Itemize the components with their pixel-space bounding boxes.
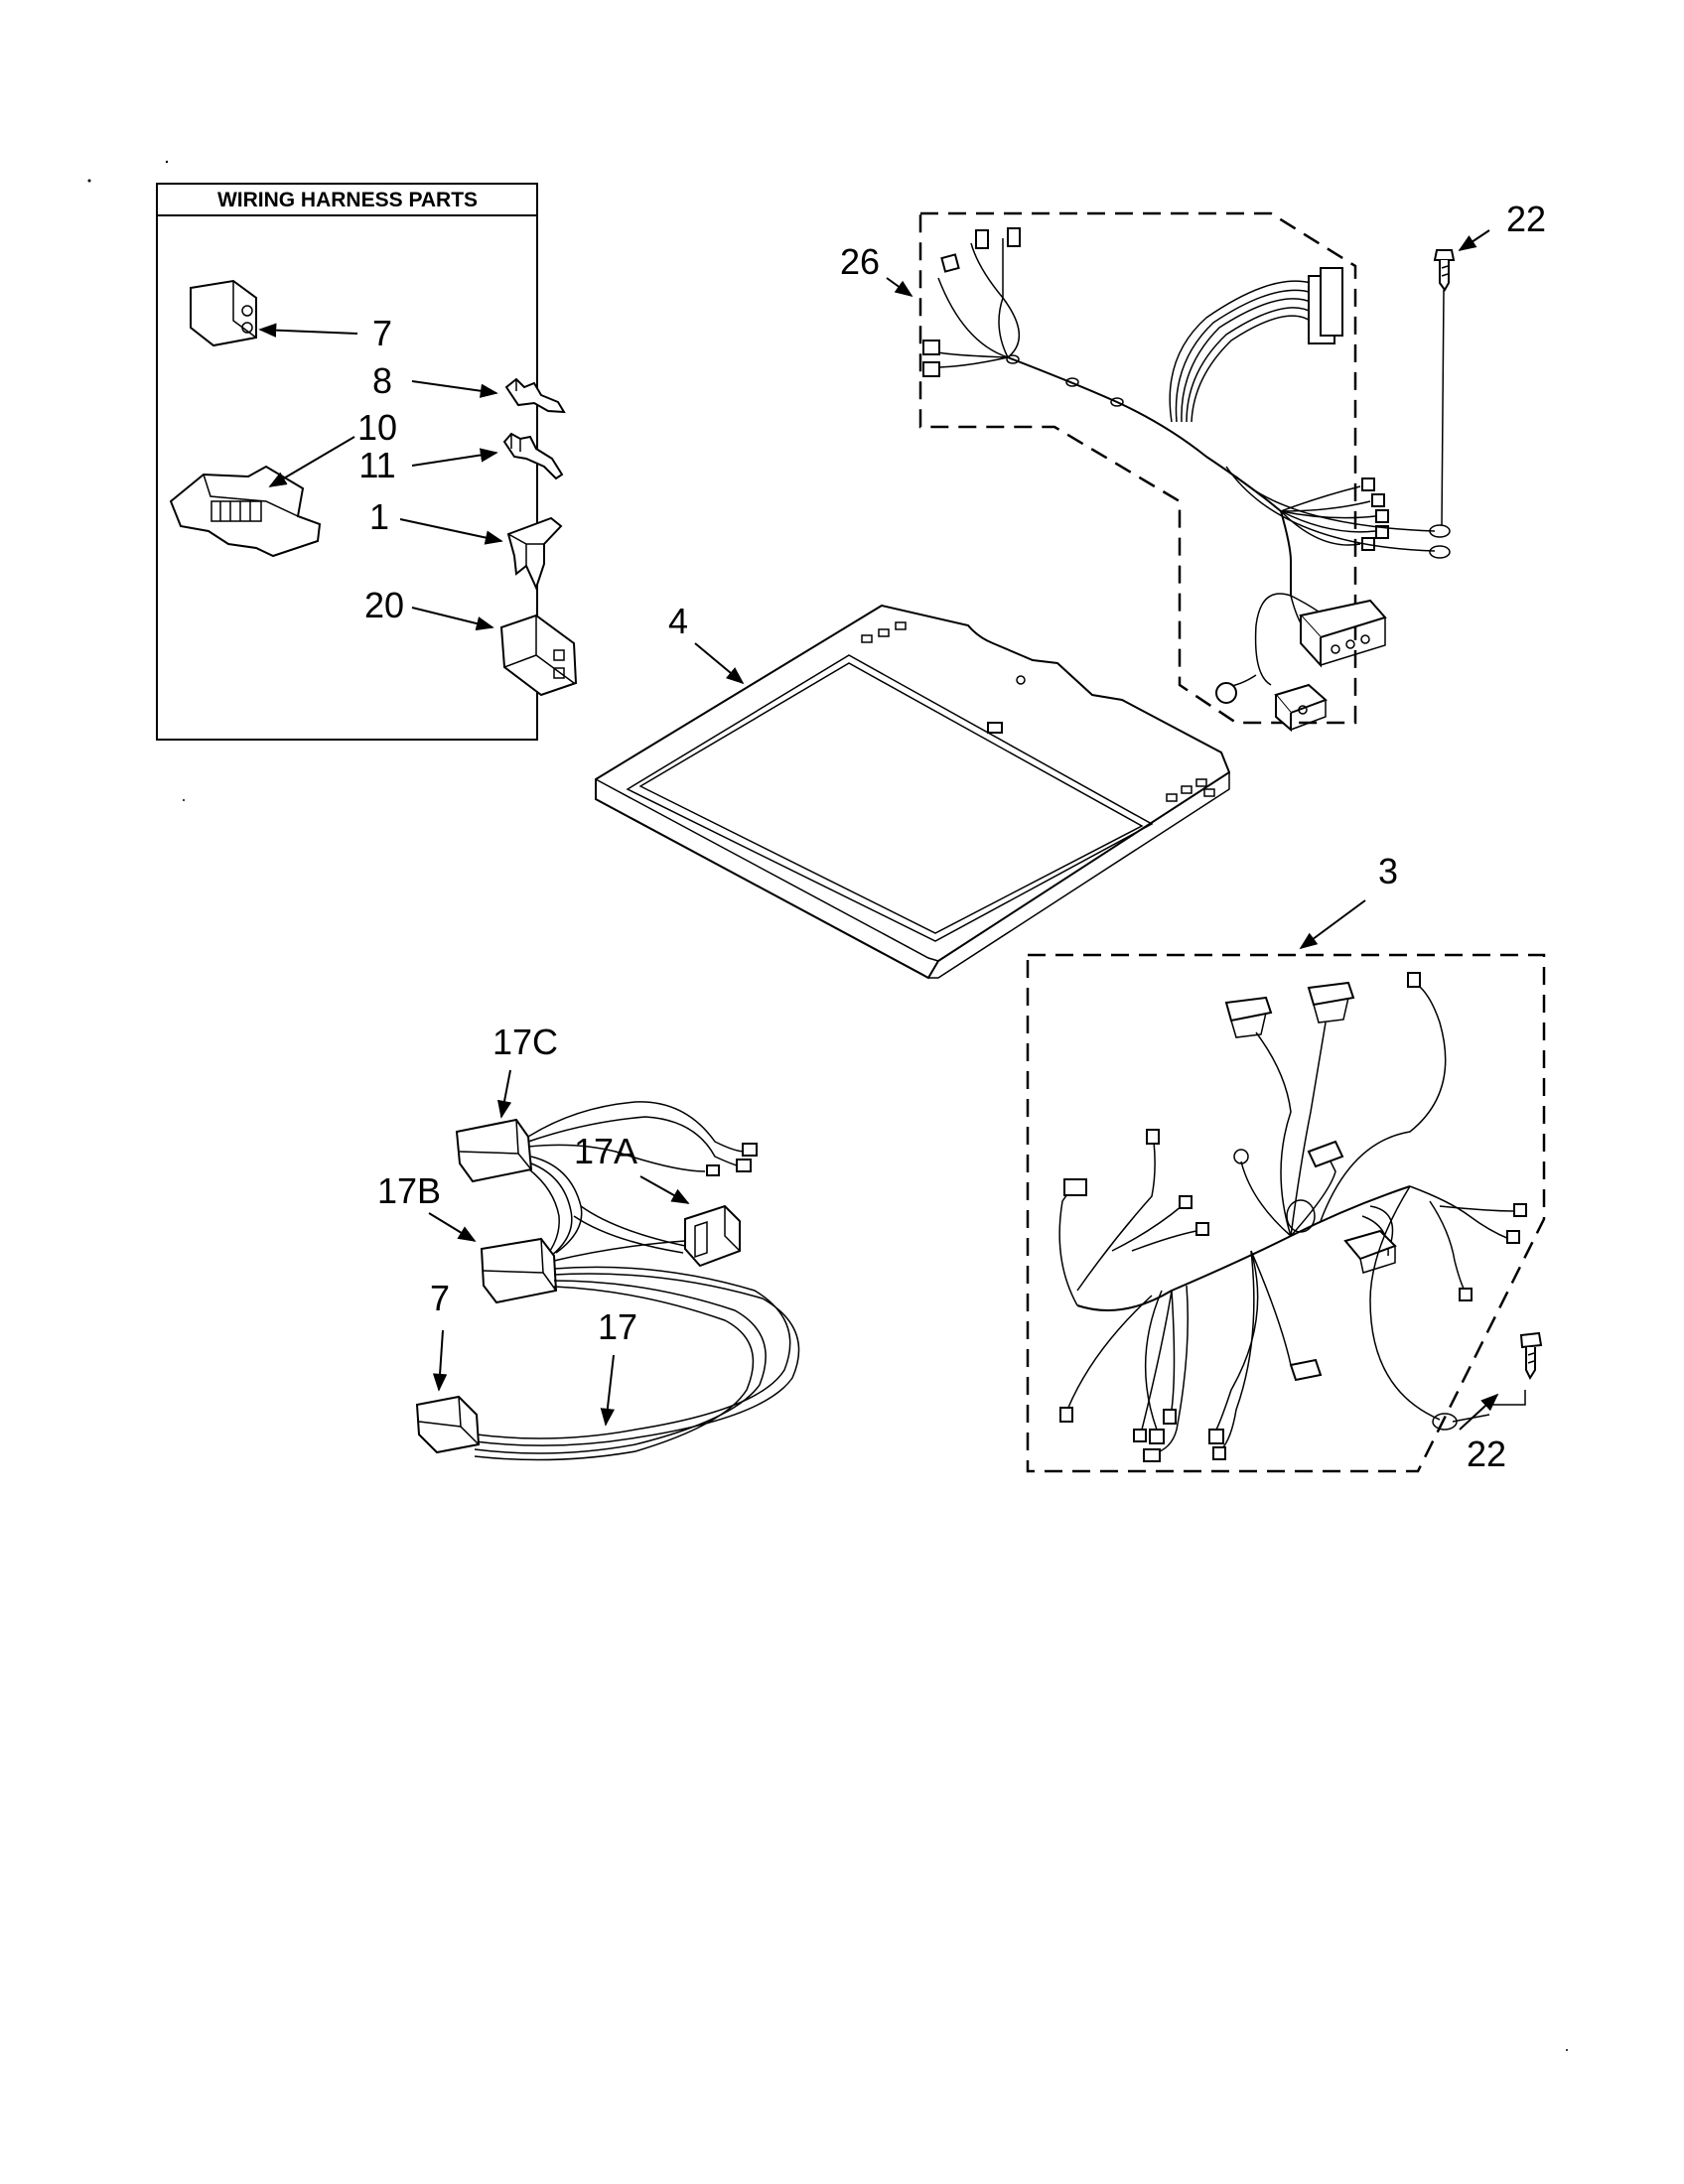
arrow-3 — [1299, 899, 1366, 950]
harness-3-boundary — [1026, 953, 1546, 1473]
callout-11: 11 — [358, 445, 395, 485]
part-8-terminal-icon — [504, 377, 566, 414]
harness-26-trunk — [1007, 356, 1292, 562]
scan-speck — [183, 799, 185, 801]
inset-frame — [156, 183, 538, 741]
callout-4: 4 — [668, 601, 688, 641]
callout-1: 1 — [369, 496, 389, 537]
callout-7-inset: 7 — [372, 313, 392, 353]
callout-22-bottom: 22 — [1467, 1433, 1506, 1474]
part-7-connector-icon — [190, 279, 257, 347]
harness-3-trunk — [1076, 1185, 1411, 1311]
callout-17: 17 — [598, 1306, 637, 1347]
wire-harness-26-group: 26 — [840, 211, 1451, 733]
arrow-1 — [399, 518, 503, 545]
callout-17A: 17A — [574, 1131, 637, 1171]
top-panel-4-icon — [595, 604, 1231, 980]
wire-harness-3-group: 3 — [1026, 851, 1546, 1473]
callout-8: 8 — [372, 360, 392, 401]
part-1-clip-icon — [506, 516, 563, 591]
arrow-4 — [694, 642, 745, 685]
part-10-connector-block-icon — [169, 465, 322, 558]
arrow-7-harness — [432, 1329, 448, 1392]
part-20-connector-icon — [499, 614, 578, 697]
callout-22-top: 22 — [1506, 199, 1546, 239]
callout-3: 3 — [1378, 851, 1398, 891]
connector-17A-icon — [684, 1204, 741, 1268]
arrow-7 — [258, 323, 358, 338]
screw-22-top-icon — [1433, 249, 1456, 527]
connector-17C-icon — [455, 1118, 533, 1183]
arrow-17 — [600, 1354, 615, 1427]
arrow-10 — [268, 436, 355, 487]
arrow-20 — [411, 607, 494, 631]
arrow-22-bottom — [1459, 1393, 1499, 1431]
callout-26: 26 — [840, 241, 880, 282]
part-11-terminal-icon — [502, 432, 564, 480]
wiring-harness-parts-inset: WIRING HARNESS PARTS 7 8 10 — [156, 183, 578, 741]
inset-title: WIRING HARNESS PARTS — [217, 189, 478, 211]
arrow-22-top — [1458, 229, 1490, 251]
callout-17C: 17C — [492, 1022, 558, 1062]
arrow-17B — [428, 1212, 477, 1242]
harness-26-boundary — [918, 211, 1357, 725]
scan-speck — [165, 160, 169, 164]
arrow-17C — [496, 1069, 512, 1119]
callout-7-harness: 7 — [430, 1278, 450, 1318]
scan-speck — [1566, 2049, 1568, 2051]
arrow-8 — [411, 380, 498, 398]
arrow-26 — [886, 277, 913, 298]
callout-20: 20 — [364, 585, 404, 625]
wire-harness-17-group — [415, 1101, 800, 1461]
callout-17B: 17B — [377, 1170, 441, 1211]
screw-22-bottom-icon — [1519, 1331, 1543, 1381]
arrow-17A — [639, 1175, 690, 1204]
scan-speck — [87, 179, 91, 183]
arrow-11 — [411, 448, 498, 467]
callout-10: 10 — [357, 407, 397, 448]
leader-22-bottom — [1489, 1390, 1526, 1406]
